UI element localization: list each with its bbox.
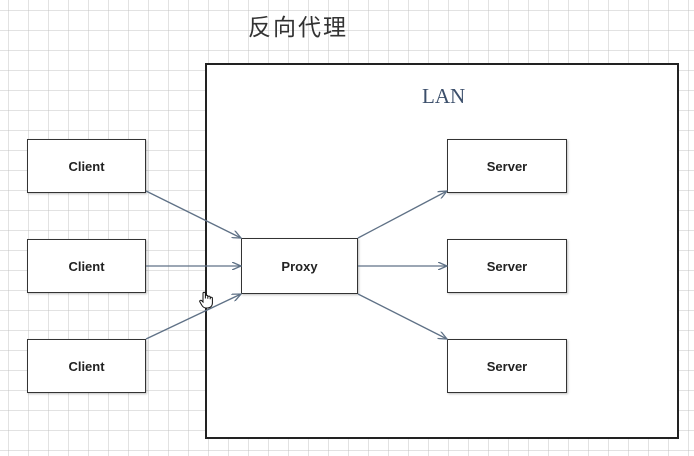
server-node-2: Server [447,239,567,293]
lan-label: LAN [422,84,466,108]
server-node-1: Server [447,139,567,193]
hand-pointer-icon [199,291,213,309]
client-node-2: Client [27,239,146,293]
client-node-1: Client [27,139,146,193]
proxy-node: Proxy [241,238,358,294]
diagram-title: 反向代理 [248,15,348,41]
client-node-3: Client [27,339,146,393]
server-node-3: Server [447,339,567,393]
